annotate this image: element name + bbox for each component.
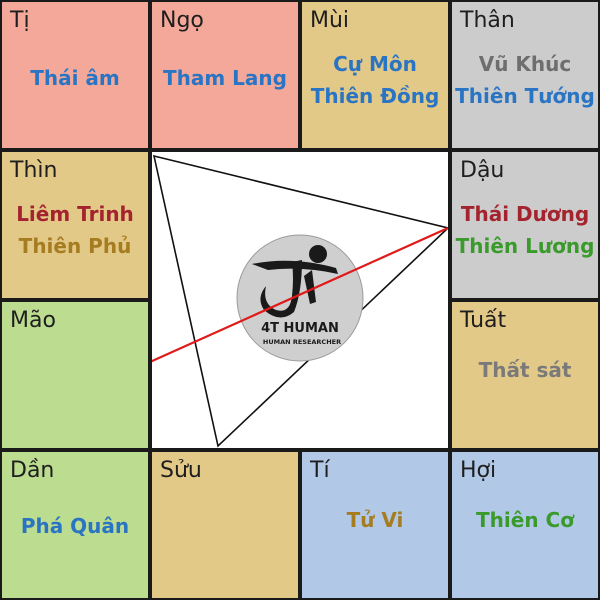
branch-label: Sửu [160, 458, 202, 483]
star-name: Thất sát [478, 358, 572, 382]
branch-label: Ngọ [160, 8, 204, 33]
branch-label: Thân [460, 8, 515, 33]
star-group: Thất sát [452, 354, 598, 386]
branch-label: Mùi [310, 8, 350, 33]
logo-title: 4T HUMAN [261, 321, 339, 336]
center-diagram: 4T HUMAN HUMAN RESEARCHER [152, 154, 448, 448]
palace-hoi: Hợi Thiên Cơ [452, 452, 598, 598]
star-name: Thiên Tướng [455, 84, 595, 108]
palace-ngo: Ngọ Tham Lang [152, 2, 298, 148]
logo-subtitle: HUMAN RESEARCHER [263, 338, 341, 346]
star-group: Thái âm [2, 62, 148, 94]
palace-ty: Tí Tử Vi [302, 452, 448, 598]
branch-label: Hợi [460, 458, 497, 483]
branch-label: Tí [310, 458, 330, 483]
logo: 4T HUMAN HUMAN RESEARCHER [236, 234, 364, 362]
axis-line [152, 226, 448, 363]
star-name: Vũ Khúc [478, 52, 572, 76]
branch-label: Dần [10, 458, 55, 483]
star-name: Cự Môn [333, 52, 417, 76]
branch-label: Mão [10, 308, 56, 333]
center-panel: 4T HUMAN HUMAN RESEARCHER [152, 152, 448, 448]
star-name: Tham Lang [163, 66, 287, 90]
star-name: Thái âm [30, 66, 120, 90]
star-group: Thiên Cơ [452, 504, 598, 536]
star-group: Tử Vi [302, 504, 448, 536]
logo-figure-icon [252, 245, 338, 318]
star-name: Tử Vi [346, 508, 404, 532]
star-name: Thiên Lương [455, 234, 595, 258]
palace-ti: Tị Thái âm [2, 2, 148, 148]
palace-mao: Mão [2, 302, 148, 448]
star-name: Thiên Đồng [310, 84, 440, 108]
branch-label: Dậu [460, 158, 505, 183]
star-group: Tham Lang [152, 62, 298, 94]
palace-suu: Sửu [152, 452, 298, 598]
branch-label: Tuất [460, 308, 507, 333]
star-name: Phá Quân [20, 514, 130, 538]
star-name: Thiên Cơ [476, 508, 574, 532]
star-group: Phá Quân [2, 510, 148, 542]
branch-label: Tị [10, 8, 30, 33]
palace-tuat: Tuất Thất sát [452, 302, 598, 448]
star-name: Liêm Trinh [16, 202, 134, 226]
star-name: Thiên Phủ [18, 234, 132, 258]
branch-label: Thìn [10, 158, 58, 183]
palace-dan: Dần Phá Quân [2, 452, 148, 598]
star-name: Thái Dương [460, 202, 590, 226]
